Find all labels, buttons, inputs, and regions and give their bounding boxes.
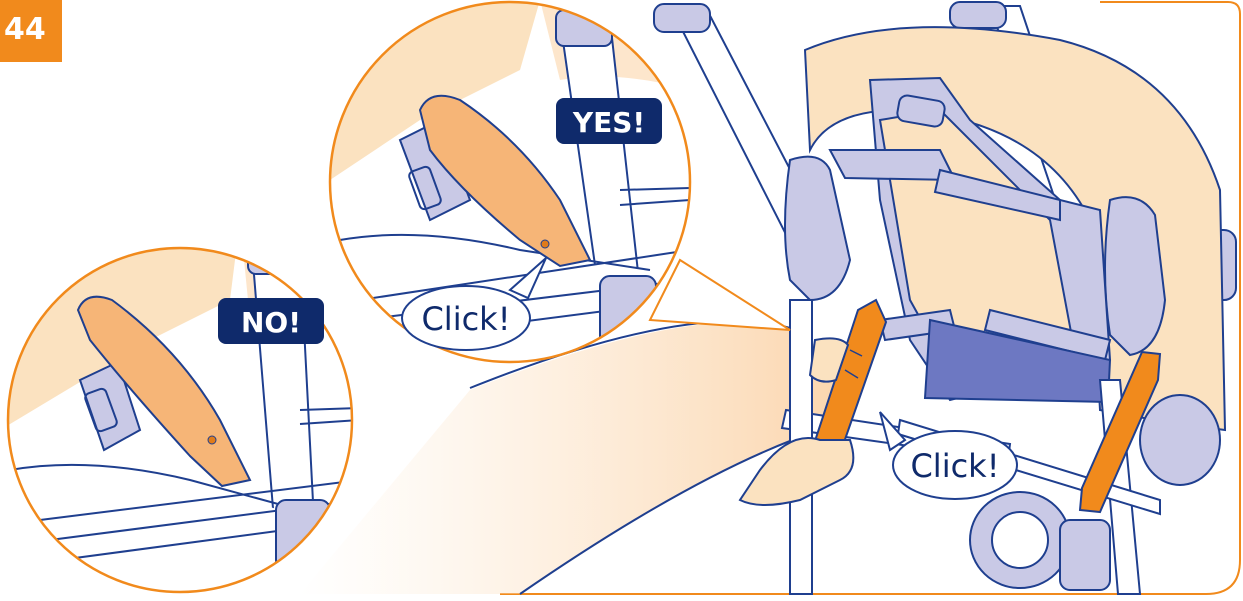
yes-label: YES! xyxy=(572,106,645,139)
click-label-main: Click! xyxy=(910,447,999,485)
step-number-badge: 44 xyxy=(0,0,62,62)
arm-shading xyxy=(300,323,840,595)
click-label-top: Click! xyxy=(421,300,510,338)
no-callout: NO! xyxy=(0,220,360,597)
no-label: NO! xyxy=(241,306,301,339)
